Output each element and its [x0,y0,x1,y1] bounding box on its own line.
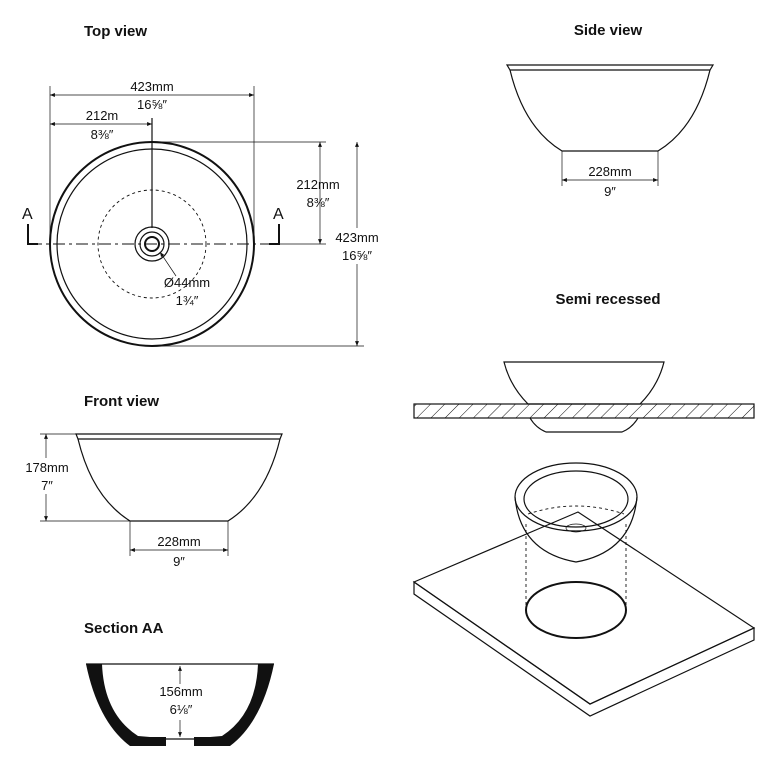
section-aa-view: Section AA 156mm 6⅛″ [84,620,274,746]
half-width-mm-label: 212m [86,108,119,123]
floating-bowl-drain [565,523,587,533]
front-height-label-backdrop [24,458,70,494]
drain-in-label: 1¾″ [176,293,199,308]
section-wall-right [210,664,274,746]
section-marker-left [27,224,38,245]
section-wall-left [86,664,150,746]
width-mm-label: 423mm [130,79,173,94]
side-view-title: Side view [574,22,643,39]
front-bowl-body [77,438,281,522]
front-view-title: Front view [84,393,159,410]
section-marker-left-label: A [22,206,33,223]
side-view: Side view 228mm 9″ [505,22,715,199]
side-bowl-body [509,69,711,152]
recessed-bowl-above [503,361,665,405]
floating-bowl-body [514,496,638,563]
half-width-in-label: 8⅜″ [91,127,114,142]
floating-bowl-inner-rim [523,470,629,528]
side-bowl-rim [505,64,715,71]
section-depth-label-backdrop [156,684,206,720]
semi-recessed-view: Semi recessed [412,291,756,717]
countertop-slab-edge [413,580,755,717]
front-base-in-label: 9″ [173,554,185,569]
recessed-bowl-below [529,417,639,433]
side-base-mm-label: 228mm [588,164,631,179]
countertop-slab-top [412,511,756,705]
side-half-mm-label: 212mm [296,177,339,192]
section-base-right [194,737,210,746]
front-base-mm-label: 228mm [157,534,200,549]
countertop-section [413,403,755,419]
height-in-label: 16⅝″ [342,248,372,263]
section-base-left [150,737,166,746]
front-view: Front view 178mm 7″ 228mm 9″ [24,393,283,569]
side-half-in-label: 8⅜″ [307,195,330,210]
drain-mm-label: Ø44mm [164,275,210,290]
section-marker-right-label: A [273,206,284,223]
section-depth-mm-label: 156mm [159,684,202,699]
width-in-label: 16⅝″ [137,97,167,112]
front-bowl-rim [75,433,283,440]
front-height-in-label: 7″ [41,478,53,493]
section-aa-title: Section AA [84,620,164,637]
side-base-in-label: 9″ [604,184,616,199]
top-view: Top view A A 423mm 16⅝″ 212m 8⅜″ 212mm 8… [22,23,382,347]
top-view-title: Top view [84,23,147,40]
drain-leader-line [159,251,177,277]
section-marker-right [269,224,280,245]
height-mm-label: 423mm [335,230,378,245]
floating-bowl-inner-base [527,505,625,515]
section-depth-in-label: 6⅛″ [170,702,193,717]
height-label-backdrop [332,228,382,264]
semi-recessed-title: Semi recessed [555,291,660,308]
countertop-cutout [525,581,627,639]
front-height-mm-label: 178mm [25,460,68,475]
floating-bowl-outer-rim [514,462,638,532]
